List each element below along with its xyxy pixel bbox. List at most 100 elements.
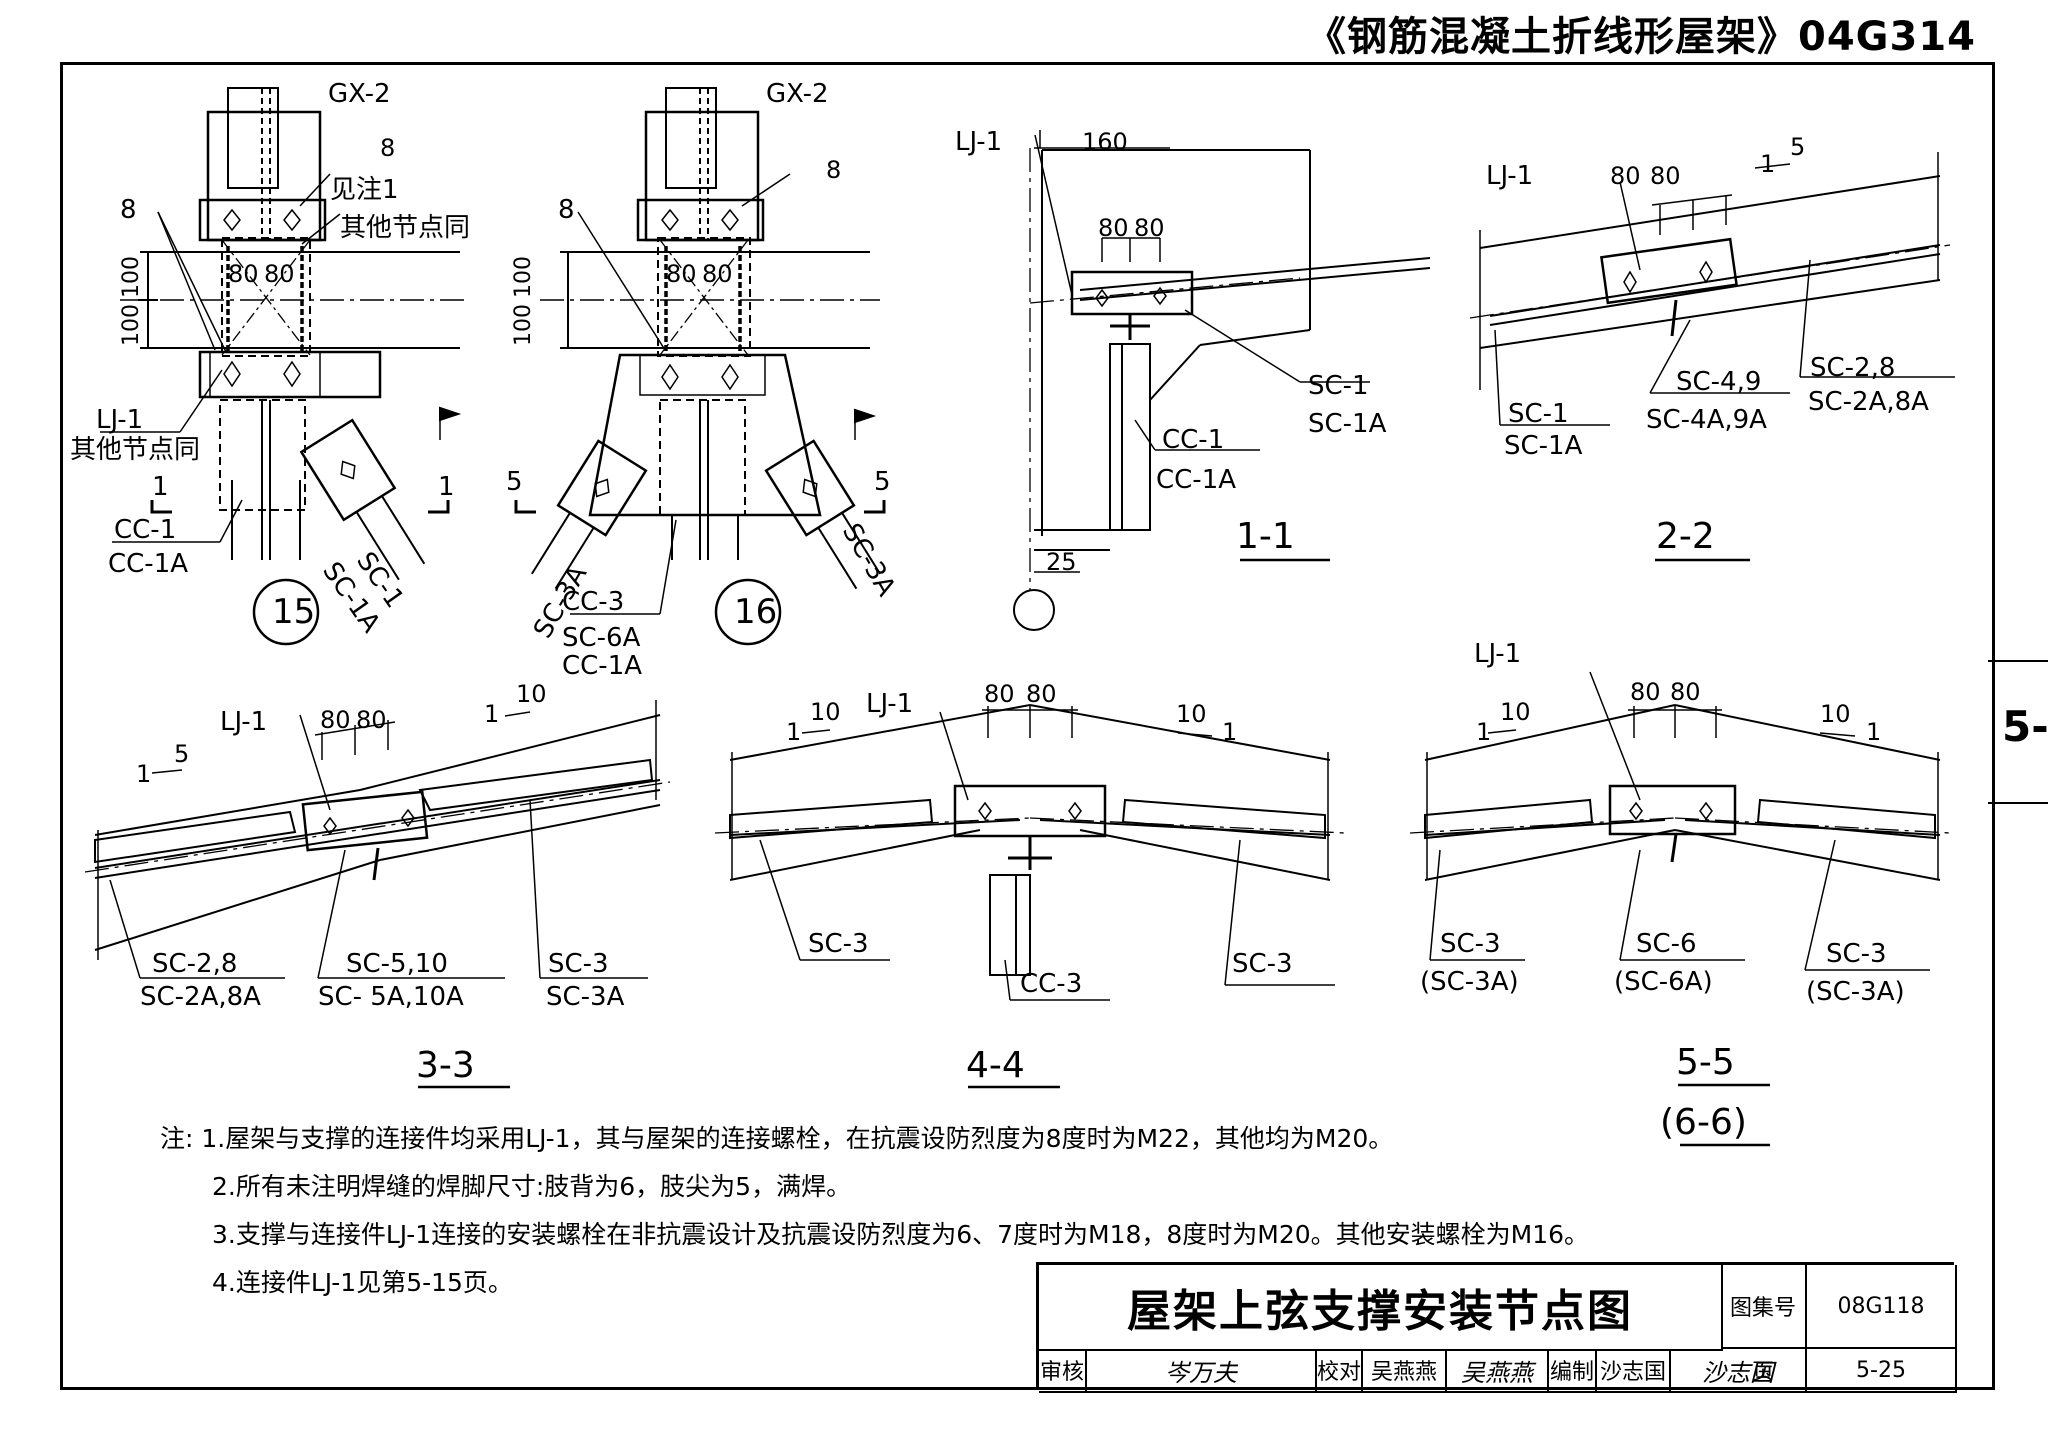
note-2: 2.所有未注明焊缝的焊脚尺寸:肢背为6，肢尖为5，满焊。 xyxy=(212,1172,852,1201)
svg-text:CC-3: CC-3 xyxy=(1020,969,1082,999)
section-4-4-title: 4-4 xyxy=(966,1045,1025,1086)
detail-16 xyxy=(514,87,886,646)
svg-text:SC-4,9: SC-4,9 xyxy=(1676,367,1761,397)
drawing-labels: GX-2 8 8 见注1 其他节点同 80 80 100 100 LJ-1 其他… xyxy=(70,79,1929,1143)
side-tab: 5- xyxy=(1988,660,2048,804)
svg-text:LJ-1: LJ-1 xyxy=(220,707,267,737)
check-signature: 吴燕燕 xyxy=(1447,1349,1549,1393)
svg-text:80: 80 xyxy=(356,706,387,734)
svg-text:80: 80 xyxy=(1026,680,1057,708)
svg-text:10: 10 xyxy=(1820,700,1851,728)
svg-text:LJ-1: LJ-1 xyxy=(1474,639,1521,669)
svg-text:SC-2A,8A: SC-2A,8A xyxy=(140,982,261,1012)
svg-text:8: 8 xyxy=(826,156,841,184)
section-5-5 xyxy=(1409,671,1951,1147)
svg-text:(SC-3A): (SC-3A) xyxy=(1806,977,1905,1007)
svg-text:5: 5 xyxy=(874,467,891,497)
svg-text:SC-1: SC-1 xyxy=(1308,371,1369,401)
svg-text:80: 80 xyxy=(320,706,351,734)
svg-text:1: 1 xyxy=(1866,718,1881,746)
detail-15 xyxy=(100,87,470,646)
section-2-2-title: 2-2 xyxy=(1656,516,1715,557)
draw-name: 沙志国 xyxy=(1597,1349,1671,1393)
svg-text:SC-1A: SC-1A xyxy=(1308,409,1387,439)
svg-text:80: 80 xyxy=(228,260,259,288)
svg-text:CC-1A: CC-1A xyxy=(1156,465,1236,495)
svg-text:LJ-1: LJ-1 xyxy=(1486,161,1533,191)
svg-text:80: 80 xyxy=(984,680,1015,708)
svg-text:SC-3: SC-3 xyxy=(1232,949,1293,979)
page-label: 页 xyxy=(1721,1349,1807,1393)
drawing-frame xyxy=(60,62,1995,1390)
svg-text:CC-1: CC-1 xyxy=(1162,425,1224,455)
svg-text:100: 100 xyxy=(119,304,144,346)
svg-text:80: 80 xyxy=(1650,162,1681,190)
section-1-1-title: 1-1 xyxy=(1236,516,1295,557)
side-tab-label: 5- xyxy=(2002,702,2048,751)
check-name: 吴燕燕 xyxy=(1363,1349,1447,1393)
label-gx2-a: GX-2 xyxy=(328,79,391,109)
section-3-3-title: 3-3 xyxy=(416,1045,475,1086)
svg-text:SC-3: SC-3 xyxy=(1826,939,1887,969)
detail-16-number: 16 xyxy=(734,592,777,632)
atlas-title: 《钢筋混凝土折线形屋架》04G314 xyxy=(1306,14,1976,60)
section-1-1 xyxy=(1013,130,1431,631)
svg-text:1: 1 xyxy=(152,472,169,502)
atlas-no: 08G118 xyxy=(1807,1265,1957,1349)
section-4-4 xyxy=(714,704,1346,1089)
svg-text:10: 10 xyxy=(1500,698,1531,726)
svg-text:10: 10 xyxy=(1176,700,1207,728)
section-2-2 xyxy=(1469,152,1955,562)
svg-text:100: 100 xyxy=(119,256,144,298)
svg-text:1: 1 xyxy=(484,700,499,728)
page-number: 5-25 xyxy=(1807,1349,1957,1393)
notes-block: 注: 1.屋架与支撑的连接件均采用LJ-1，其与屋架的连接螺栓，在抗震设防烈度为… xyxy=(160,1115,1589,1307)
svg-text:SC-3A: SC-3A xyxy=(836,519,901,602)
label-cc1-a: CC-1 xyxy=(114,515,176,545)
note-1: 注: 1.屋架与支撑的连接件均采用LJ-1，其与屋架的连接螺栓，在抗震设防烈度为… xyxy=(160,1124,1394,1153)
svg-text:SC-1: SC-1 xyxy=(1508,399,1569,429)
svg-text:SC-3A: SC-3A xyxy=(546,982,625,1012)
label-weld8-a: 8 xyxy=(120,195,137,225)
section-3-3 xyxy=(84,700,671,1089)
svg-text:GX-2: GX-2 xyxy=(766,79,829,109)
svg-text:80: 80 xyxy=(1610,162,1641,190)
review-signature: 岑万夫 xyxy=(1087,1349,1317,1393)
svg-text:1: 1 xyxy=(1760,150,1775,178)
section-6-6-title: (6-6) xyxy=(1660,1102,1747,1143)
note-3: 3.支撑与连接件LJ-1连接的安装螺栓在非抗震设计及抗震设防烈度为6、7度时为M… xyxy=(212,1220,1590,1249)
svg-text:SC-5,10: SC-5,10 xyxy=(346,949,448,979)
svg-text:10: 10 xyxy=(810,698,841,726)
svg-text:SC-2,8: SC-2,8 xyxy=(152,949,237,979)
svg-text:10: 10 xyxy=(516,680,547,708)
svg-text:25: 25 xyxy=(1046,548,1077,576)
svg-text:LJ-1: LJ-1 xyxy=(955,127,1002,157)
svg-text:80: 80 xyxy=(1630,678,1661,706)
drawing-title: 屋架上弦支撑安装节点图 xyxy=(1039,1265,1723,1351)
svg-text:1: 1 xyxy=(1476,718,1491,746)
svg-text:SC-2A,8A: SC-2A,8A xyxy=(1808,387,1929,417)
svg-text:SC- 5A,10A: SC- 5A,10A xyxy=(318,982,464,1012)
svg-text:SC-6: SC-6 xyxy=(1636,929,1697,959)
label-see-note1: 见注1 xyxy=(330,175,399,205)
svg-text:LJ-1: LJ-1 xyxy=(866,689,913,719)
label-lj1-a: LJ-1 xyxy=(96,405,143,435)
svg-text:SC-3: SC-3 xyxy=(1440,929,1501,959)
svg-text:(SC-6A): (SC-6A) xyxy=(1614,967,1713,997)
svg-text:80: 80 xyxy=(1134,214,1165,242)
svg-text:1: 1 xyxy=(438,472,455,502)
label-other-nodes-a: 其他节点同 xyxy=(340,213,470,243)
review-label: 审核 xyxy=(1039,1349,1087,1393)
svg-text:8: 8 xyxy=(380,134,395,162)
svg-text:8: 8 xyxy=(558,195,575,225)
svg-text:SC-6A: SC-6A xyxy=(562,623,641,653)
label-other-nodes-b: 其他节点同 xyxy=(70,435,200,465)
svg-text:80: 80 xyxy=(1098,214,1129,242)
svg-text:CC-3: CC-3 xyxy=(562,587,624,617)
svg-text:SC-2,8: SC-2,8 xyxy=(1810,353,1895,383)
svg-text:(SC-3A): (SC-3A) xyxy=(1420,967,1519,997)
svg-text:100: 100 xyxy=(511,256,536,298)
draw-label: 编制 xyxy=(1549,1349,1597,1393)
svg-text:SC-1A: SC-1A xyxy=(1504,431,1583,461)
